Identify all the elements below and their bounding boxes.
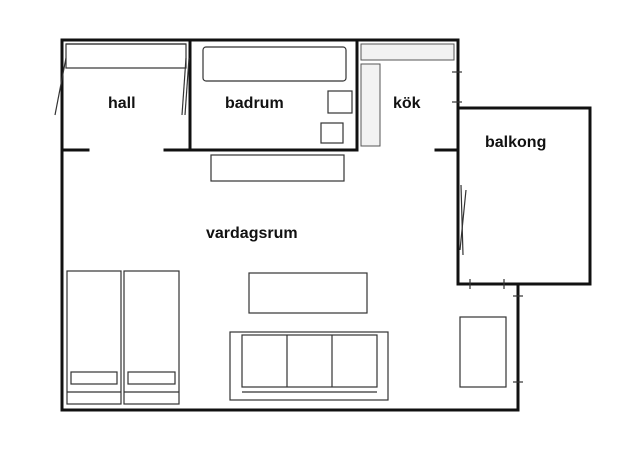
kitchen-counter-side: [360, 63, 381, 147]
room-label-badrum: badrum: [225, 95, 284, 112]
bathtub: [202, 46, 347, 82]
balcony-door: [459, 184, 467, 256]
hall-fixtures: [54, 43, 190, 116]
room-label-balkong: balkong: [485, 134, 546, 151]
room-label-vardagsrum: vardagsrum: [206, 225, 298, 242]
bed-left: [66, 270, 122, 405]
coffee-table: [248, 272, 368, 314]
bed-right: [123, 270, 180, 405]
kitchen-ticks: [452, 71, 462, 103]
sofa: [229, 331, 389, 401]
room-label-hall: hall: [108, 95, 136, 112]
shelf: [210, 154, 345, 182]
toilet: [320, 122, 344, 144]
side-table: [459, 316, 507, 388]
balcony-ticks: [469, 279, 523, 383]
room-label-kok: kök: [393, 95, 421, 112]
outer-walls: [60, 38, 592, 412]
kitchen-counter-top: [360, 43, 455, 61]
sink: [327, 90, 353, 114]
interior-walls: [60, 38, 520, 286]
